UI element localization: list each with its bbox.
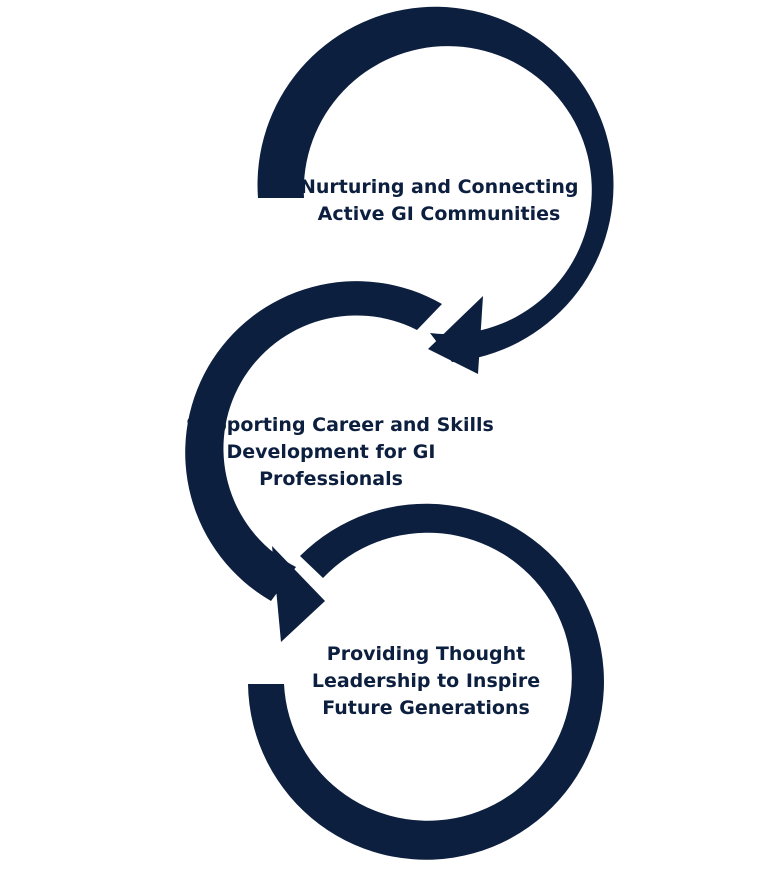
step-2-line-3: Professionals (259, 468, 403, 490)
step-2-line-2: Development for GI (226, 441, 436, 463)
step-3-line-3: Future Generations (322, 697, 530, 719)
step-3-label: Providing Thought Leadership to Inspire … (306, 641, 546, 722)
top-arrow (257, 6, 614, 374)
step-2-label: Supporting Career and Skills Development… (186, 412, 494, 493)
step-1-line-2: Active GI Communities (317, 203, 561, 225)
step-3-line-2: Leadership to Inspire (311, 670, 541, 692)
step-1-line-1: Nurturing and Connecting (300, 176, 579, 198)
middle-arrow-ring (185, 281, 442, 601)
middle-arrow-head (272, 546, 325, 642)
middle-arrow (185, 281, 442, 642)
step-1-label: Nurturing and Connecting Active GI Commu… (300, 174, 579, 228)
top-arrow-head (428, 296, 483, 374)
step-3-line-1: Providing Thought (326, 643, 526, 665)
step-2-line-1: Supporting Career and Skills (186, 414, 494, 436)
